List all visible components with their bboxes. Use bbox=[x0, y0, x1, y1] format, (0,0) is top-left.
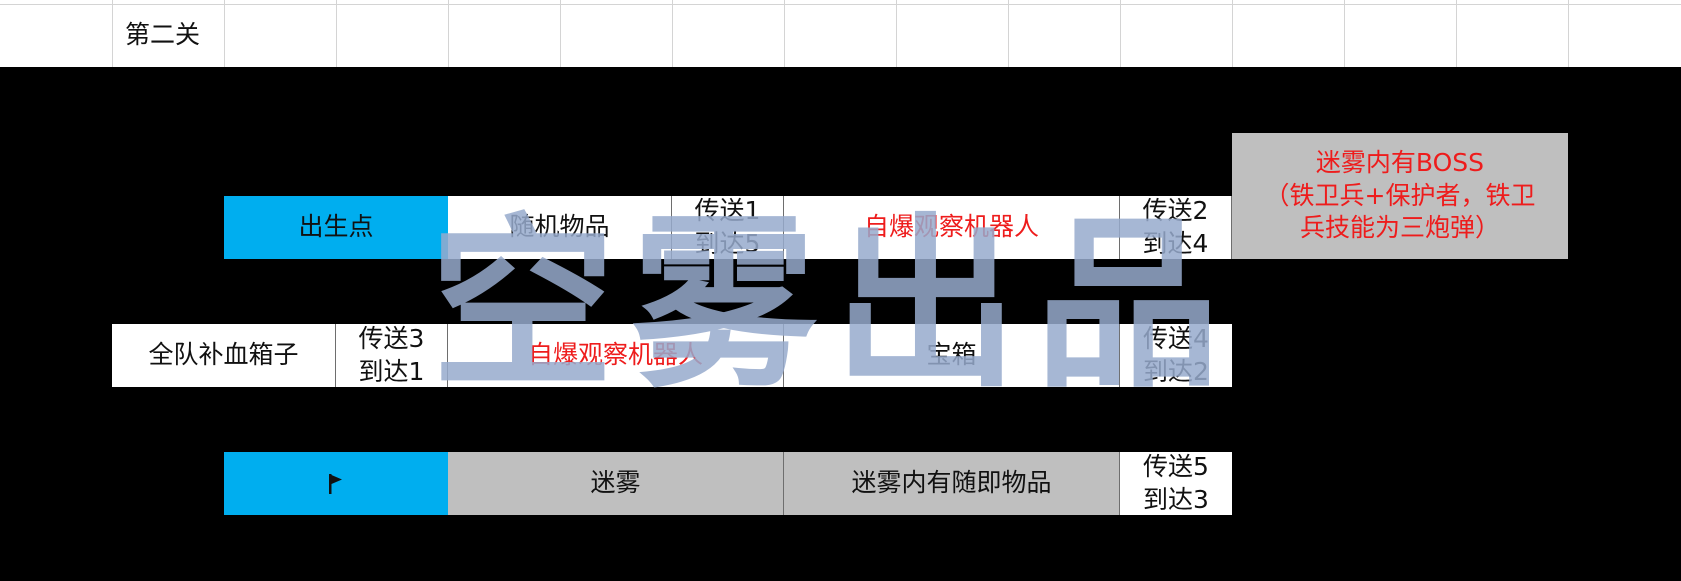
heal-box-cell[interactable]: 全队补血箱子 bbox=[112, 324, 336, 387]
gridline bbox=[0, 4, 1681, 5]
teleport-2-cell[interactable]: 传送2 到达4 bbox=[1120, 196, 1232, 259]
gridline bbox=[1568, 0, 1569, 67]
teleport-1-label: 传送1 bbox=[694, 196, 761, 225]
goal-cell[interactable] bbox=[224, 452, 448, 515]
chest-cell[interactable]: 宝箱 bbox=[784, 324, 1120, 387]
gridline bbox=[672, 0, 673, 67]
teleport-5-label: 传送5 bbox=[1143, 452, 1209, 481]
fog-cell[interactable]: 迷雾 bbox=[448, 452, 784, 515]
gridline bbox=[1344, 0, 1345, 67]
gridline bbox=[112, 0, 113, 67]
gridline bbox=[448, 0, 449, 67]
teleport-3-label: 传送3 bbox=[358, 324, 425, 353]
boss-line-2: （铁卫兵+保护者，铁卫 bbox=[1264, 180, 1536, 210]
gridline bbox=[224, 0, 225, 67]
fog-items-cell[interactable]: 迷雾内有随即物品 bbox=[784, 452, 1120, 515]
gridline bbox=[784, 0, 785, 67]
flag-icon bbox=[329, 473, 342, 494]
robot-cell-2[interactable]: 自爆观察机器人 bbox=[448, 324, 784, 387]
boss-cell[interactable]: 迷雾内有BOSS （铁卫兵+保护者，铁卫 兵技能为三炮弹） bbox=[1232, 133, 1568, 259]
gridline bbox=[1456, 0, 1457, 67]
teleport-3-target: 到达1 bbox=[358, 356, 425, 386]
teleport-2-label: 传送2 bbox=[1142, 196, 1209, 225]
teleport-1-cell[interactable]: 传送1 到达5 bbox=[672, 196, 784, 259]
gridline bbox=[1120, 0, 1121, 67]
level-title[interactable]: 第二关 bbox=[125, 20, 201, 50]
gridline bbox=[336, 0, 337, 67]
header-row: 第二关 bbox=[0, 0, 1681, 67]
teleport-4-cell[interactable]: 传送4 到达2 bbox=[1120, 324, 1232, 387]
gridline bbox=[560, 0, 561, 67]
gridline bbox=[1008, 0, 1009, 67]
robot-cell[interactable]: 自爆观察机器人 bbox=[784, 196, 1120, 259]
teleport-4-label: 传送4 bbox=[1143, 324, 1209, 353]
teleport-1-target: 到达5 bbox=[694, 228, 761, 258]
boss-line-1: 迷雾内有BOSS bbox=[1315, 148, 1485, 178]
spawn-cell[interactable]: 出生点 bbox=[224, 196, 448, 259]
teleport-3-cell[interactable]: 传送3 到达1 bbox=[336, 324, 448, 387]
gridline bbox=[1232, 0, 1233, 67]
gridline bbox=[896, 0, 897, 67]
boss-line-3: 兵技能为三炮弹） bbox=[1299, 213, 1500, 243]
teleport-5-cell[interactable]: 传送5 到达3 bbox=[1120, 452, 1232, 515]
teleport-5-target: 到达3 bbox=[1143, 484, 1209, 514]
teleport-2-target: 到达4 bbox=[1142, 228, 1209, 258]
random-item-cell[interactable]: 随机物品 bbox=[448, 196, 672, 259]
teleport-4-target: 到达2 bbox=[1143, 356, 1209, 386]
